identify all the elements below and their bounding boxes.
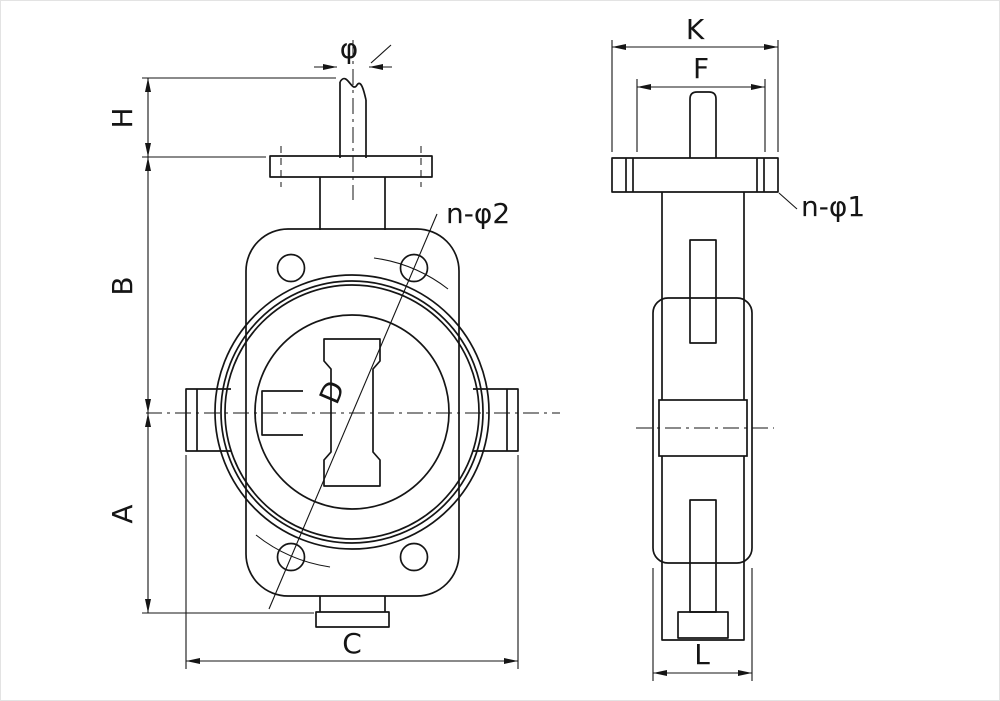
- bolt-circle-diagonal: [268, 213, 438, 610]
- bolt-note-front: n-φ2: [446, 197, 510, 230]
- dim-c: C: [185, 455, 519, 669]
- dim-label-d: D: [313, 376, 352, 409]
- dim-label-a: A: [106, 504, 139, 523]
- bolt-note-side: n-φ1: [801, 190, 865, 223]
- front-bolt-holes: [276, 253, 429, 572]
- flange-bolt-centerlines: [280, 146, 422, 187]
- bottom-plug: [677, 611, 729, 639]
- side-view: K F n-φ1 L: [611, 13, 865, 681]
- dim-f: F: [636, 52, 766, 152]
- top-flange: [269, 155, 433, 178]
- bolt-circle-arc-top: [373, 257, 449, 290]
- dim-label-k: K: [686, 13, 705, 46]
- front-view: φ H B A C D n-φ2: [106, 32, 560, 669]
- dim-l: L: [652, 568, 753, 681]
- bore-circle: [254, 314, 450, 510]
- dim-d: D n-φ2: [255, 197, 510, 610]
- disc-hub: [323, 338, 381, 487]
- body-side: [652, 297, 753, 564]
- upper-shaft: [689, 239, 717, 344]
- stem: [339, 77, 367, 158]
- lug-left: [185, 388, 231, 452]
- dim-left-chain: H B A: [106, 77, 336, 614]
- dim-label-l: L: [694, 638, 710, 671]
- stem-break-line: [339, 77, 367, 101]
- stem-side: [689, 91, 717, 158]
- dim-label-f: F: [693, 52, 709, 85]
- bottom-section: [661, 563, 745, 641]
- bolt-hole-bottom-left: [276, 542, 306, 572]
- neck-side: [661, 192, 745, 299]
- dim-label-phi: φ: [340, 32, 358, 65]
- bolt-circle-arc-bottom: [255, 534, 331, 568]
- bottom-neck: [319, 596, 386, 612]
- seat-rings: [214, 274, 490, 550]
- bolt-hole-top-right: [399, 253, 429, 283]
- dim-phi: φ: [314, 32, 392, 70]
- upper-neck: [319, 177, 386, 230]
- bolt-hole-bottom-right: [399, 542, 429, 572]
- dim-label-c: C: [342, 627, 362, 660]
- bolt-hole-top-left: [276, 253, 306, 283]
- top-flange-side: [611, 157, 779, 193]
- dim-label-h: H: [106, 107, 139, 128]
- dim-label-b: B: [106, 276, 139, 295]
- lower-shaft: [689, 499, 717, 613]
- bottom-foot: [315, 611, 390, 628]
- leader-line: [778, 192, 798, 210]
- dim-k: K: [611, 13, 779, 152]
- flange-bolt-lines: [625, 158, 765, 192]
- lug-right: [473, 388, 519, 452]
- bolt-note-side-group: n-φ1: [778, 190, 865, 223]
